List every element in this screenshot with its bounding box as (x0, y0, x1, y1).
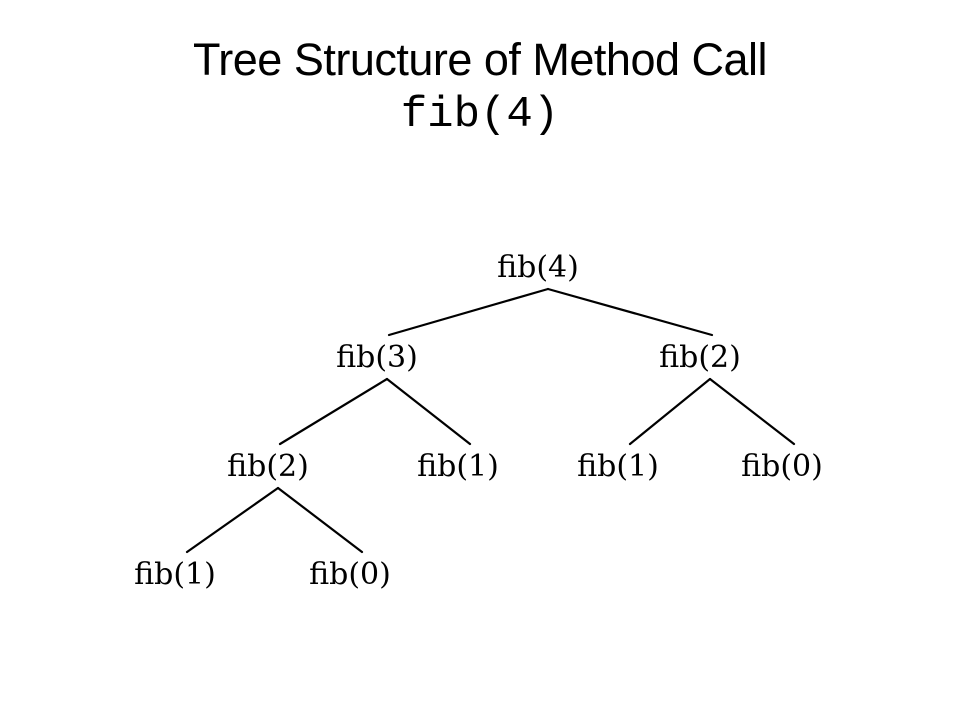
tree-edge (628, 377, 712, 446)
slide-title: Tree Structure of Method Call fib(4) (0, 32, 960, 142)
tree-edge (546, 287, 714, 337)
tree-edges (185, 287, 796, 554)
tree-node: fib(2) (659, 340, 741, 375)
tree-edge (708, 377, 796, 446)
tree-edge (387, 287, 550, 337)
tree-node: fib(1) (134, 557, 216, 592)
tree-edge (185, 486, 280, 554)
tree-edge (276, 486, 364, 554)
title-code: fib(4) (400, 90, 560, 140)
tree-edge (278, 377, 389, 446)
tree-node: fib(0) (309, 557, 391, 592)
tree-node: fib(3) (336, 340, 418, 375)
tree-nodes: fib(4) fib(3) fib(2) fib(2) fib(1) fib(1) fib(… (134, 250, 823, 592)
tree-node: fib(1) (417, 449, 499, 484)
tree-node: fib(4) (497, 250, 579, 285)
tree-node: fib(2) (227, 449, 309, 484)
title-text: Tree Structure of Method Call (192, 34, 768, 85)
tree-edge (385, 377, 472, 446)
tree-node: fib(0) (741, 449, 823, 484)
tree-node: fib(1) (577, 449, 659, 484)
